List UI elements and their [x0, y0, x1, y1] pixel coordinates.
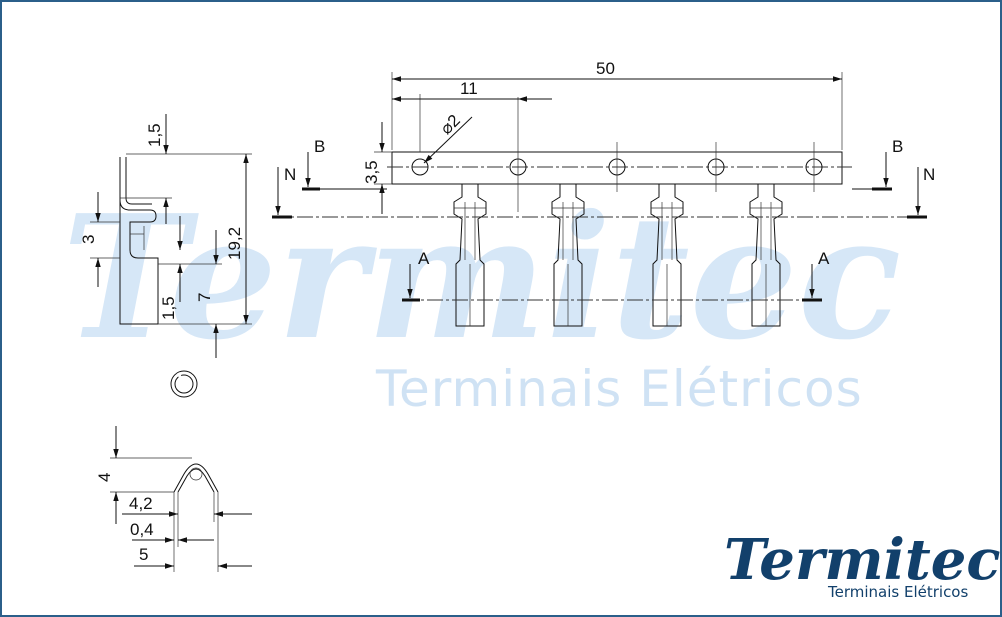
- section-marker-b-left: B: [302, 137, 325, 191]
- watermark: Termitec Terminais Elétricos: [62, 178, 901, 418]
- front-view: B B N N A A: [272, 59, 935, 327]
- dim-label-3-5: 3,5: [362, 160, 381, 184]
- section-marker-a-left: A: [402, 249, 430, 302]
- pilot-hole: [411, 158, 429, 176]
- section-marker-n-left: N: [272, 165, 296, 219]
- dim-label-19-2: 19,2: [225, 227, 244, 260]
- section-profile: [173, 463, 219, 493]
- dim-label-0-4: 0,4: [130, 520, 154, 539]
- dim-label-7: 7: [195, 293, 214, 302]
- label-b-left: B: [314, 137, 325, 156]
- dim-label-5: 5: [139, 545, 148, 564]
- watermark-logo: Termitec: [62, 178, 901, 378]
- terminal: [749, 184, 783, 327]
- label-a-right: A: [818, 249, 830, 268]
- dim-label-4: 4: [95, 473, 114, 482]
- label-a-left: A: [418, 249, 430, 268]
- dim-label-side-top: 1,5: [145, 123, 164, 147]
- dim-label-50: 50: [596, 59, 615, 78]
- dim-label-11: 11: [460, 79, 478, 98]
- section-marker-b-right: B: [872, 137, 903, 191]
- section-marker-n-right: N: [907, 165, 935, 219]
- ring-symbol: [170, 370, 198, 398]
- cross-section: 4 4,2 0,4 5: [95, 426, 252, 572]
- dim-label-diameter: ⌀2: [437, 111, 464, 138]
- dimension-3-5: 3,5: [362, 122, 392, 214]
- label-b-right: B: [892, 137, 903, 156]
- terminal: [453, 184, 487, 327]
- watermark-subtitle: Terminais Elétricos: [375, 360, 863, 418]
- terminal: [650, 184, 684, 327]
- terminal: [551, 184, 585, 327]
- dim-label-3: 3: [79, 235, 98, 244]
- company-logo: Termitec Terminais Elétricos: [724, 527, 1000, 601]
- side-view: 19,2 1,5 3 1,5 7: [79, 114, 252, 398]
- section-marker-a-right: A: [802, 249, 830, 302]
- dimension-11: 11: [392, 79, 552, 152]
- dimension-50: 50: [391, 59, 843, 150]
- label-n-left: N: [284, 165, 296, 184]
- dim-label-4-2: 4,2: [129, 494, 153, 513]
- side-profile: [119, 157, 159, 325]
- logo-subtitle: Terminais Elétricos: [827, 583, 968, 601]
- label-n-right: N: [923, 165, 935, 184]
- dimension-diameter: ⌀2: [423, 111, 473, 164]
- logo-name: Termitec: [724, 527, 1000, 593]
- dim-label-side-lower: 1,5: [159, 296, 178, 320]
